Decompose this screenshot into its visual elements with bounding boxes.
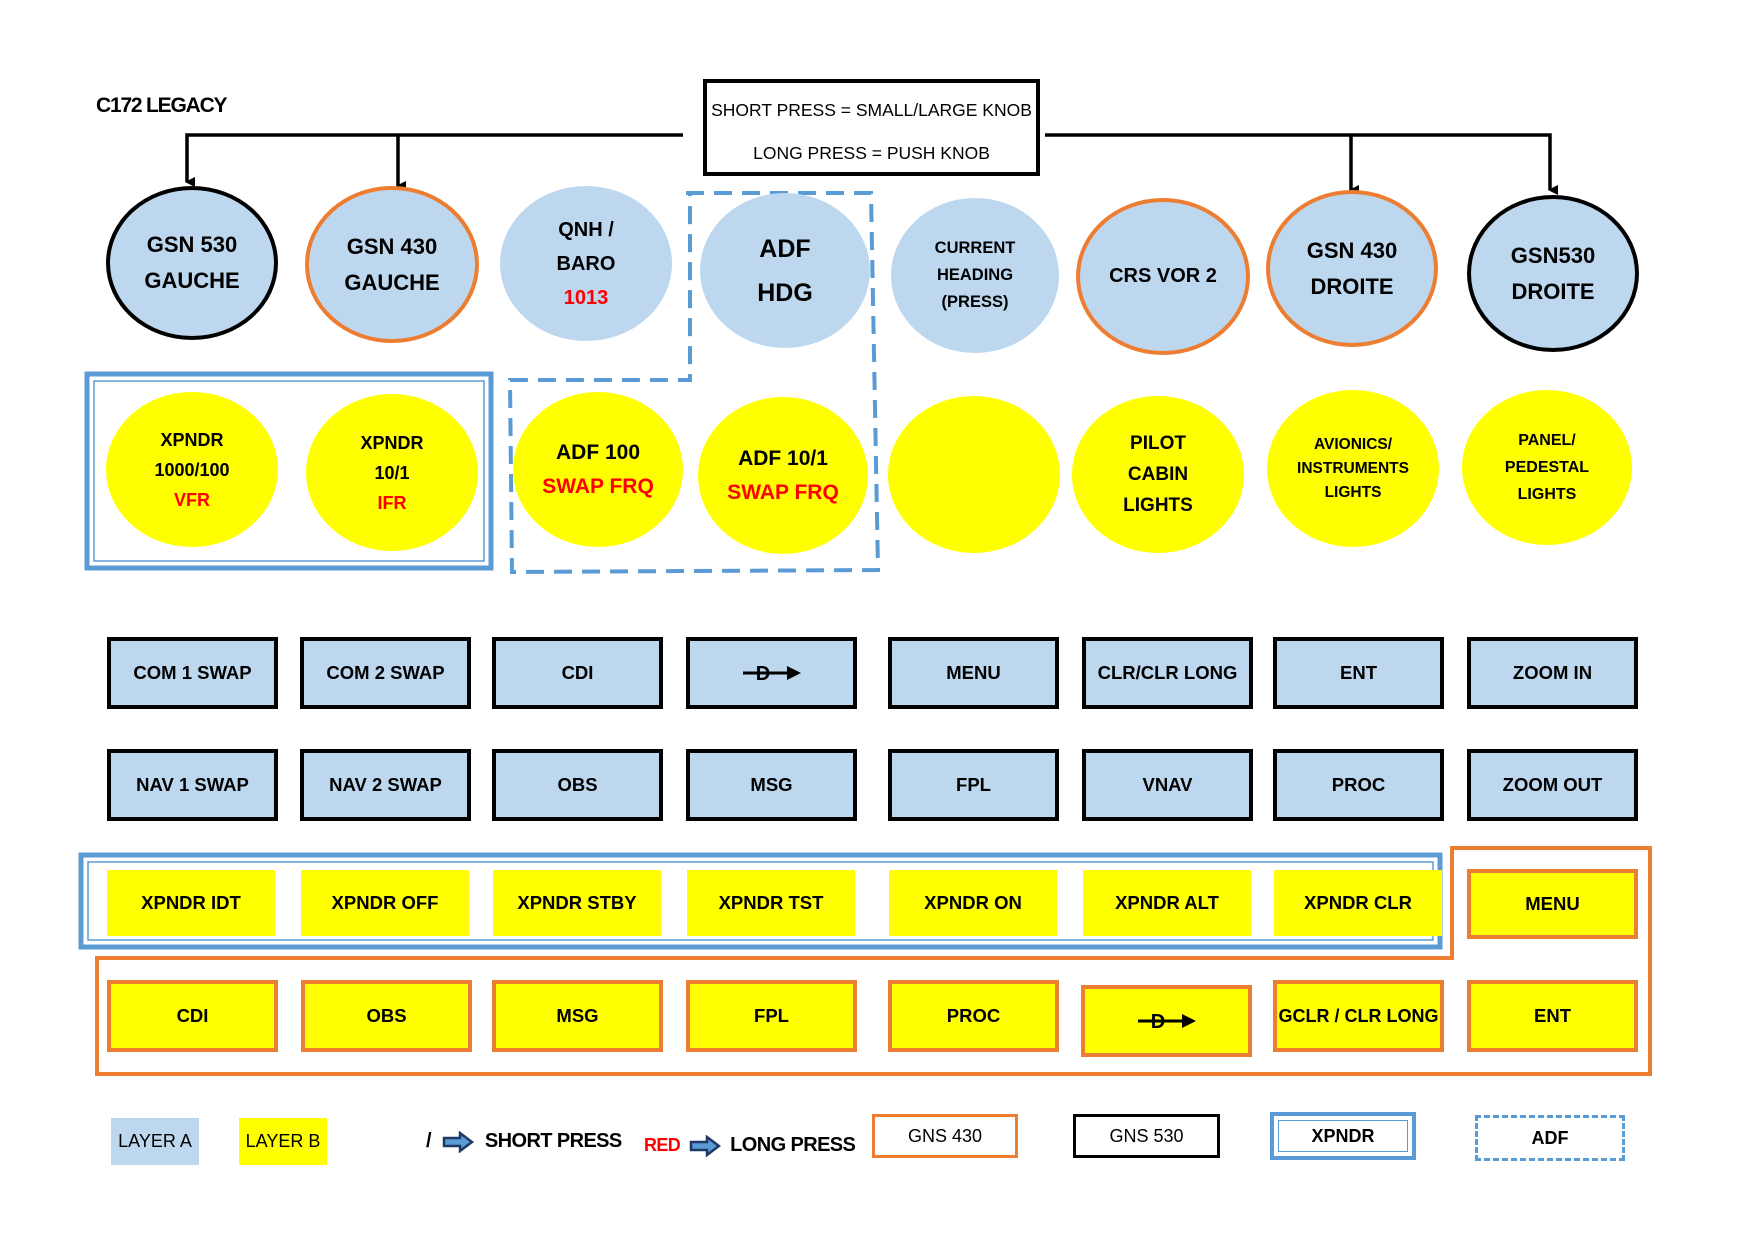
svg-text:D: D	[755, 663, 769, 685]
legend-layer-a: LAYER A	[111, 1118, 199, 1165]
btn-proc-430[interactable]: PROC	[888, 980, 1059, 1052]
btn-ent[interactable]: ENT	[1273, 637, 1444, 709]
legend-layer-b: LAYER B	[239, 1118, 327, 1165]
btn-com1-swap[interactable]: COM 1 SWAP	[107, 637, 278, 709]
btn-gclr-430[interactable]: GCLR / CLR LONG	[1273, 980, 1444, 1052]
direct-to-icon: D	[1137, 1011, 1196, 1033]
btn-zoom-out[interactable]: ZOOM OUT	[1467, 749, 1638, 821]
btn-ent-430[interactable]: ENT	[1467, 980, 1638, 1052]
btn-xpndr-tst[interactable]: XPNDR TST	[687, 870, 855, 936]
btn-obs-430[interactable]: OBS	[301, 980, 472, 1052]
btn-menu-430[interactable]: MENU	[1467, 869, 1638, 939]
btn-xpndr-idt[interactable]: XPNDR IDT	[107, 870, 275, 936]
btn-xpndr-off[interactable]: XPNDR OFF	[301, 870, 469, 936]
btn-proc[interactable]: PROC	[1273, 749, 1444, 821]
btn-com2-swap[interactable]: COM 2 SWAP	[300, 637, 471, 709]
btn-xpndr-on[interactable]: XPNDR ON	[889, 870, 1057, 936]
xpndr-group-knobs	[84, 371, 494, 571]
legend-gns430: GNS 430	[872, 1114, 1018, 1158]
page-title: C172 LEGACY	[96, 94, 228, 117]
btn-xpndr-alt[interactable]: XPNDR ALT	[1083, 870, 1251, 936]
knob-empty[interactable]	[888, 396, 1060, 553]
short-press-note: SHORT PRESS = SMALL/LARGE KNOB	[711, 100, 1032, 120]
btn-zoom-in[interactable]: ZOOM IN	[1467, 637, 1638, 709]
btn-fpl[interactable]: FPL	[888, 749, 1059, 821]
long-press-note: LONG PRESS = PUSH KNOB	[753, 143, 990, 163]
btn-cdi[interactable]: CDI	[492, 637, 663, 709]
legend-xpndr: XPNDR	[1270, 1112, 1416, 1160]
svg-text:D: D	[1150, 1011, 1164, 1033]
btn-nav2-swap[interactable]: NAV 2 SWAP	[300, 749, 471, 821]
gns430-group-buttons	[95, 846, 1652, 1076]
btn-direct-to[interactable]: D	[686, 637, 857, 709]
btn-clr[interactable]: CLR/CLR LONG	[1082, 637, 1253, 709]
legend-adf: ADF	[1475, 1115, 1625, 1161]
btn-cdi-430[interactable]: CDI	[107, 980, 278, 1052]
press-legend-box: SHORT PRESS = SMALL/LARGE KNOB LONG PRES…	[703, 79, 1040, 176]
legend-long-press: RED LONG PRESS	[644, 1134, 856, 1157]
btn-vnav[interactable]: VNAV	[1082, 749, 1253, 821]
adf-group-knobs	[507, 191, 881, 575]
btn-menu[interactable]: MENU	[888, 637, 1059, 709]
btn-nav1-swap[interactable]: NAV 1 SWAP	[107, 749, 278, 821]
legend-short-press: / SHORT PRESS	[426, 1130, 622, 1153]
arrow-right-icon	[442, 1130, 474, 1153]
btn-obs[interactable]: OBS	[492, 749, 663, 821]
btn-msg-430[interactable]: MSG	[492, 980, 663, 1052]
btn-xpndr-clr[interactable]: XPNDR CLR	[1274, 870, 1442, 936]
connector-left	[185, 133, 683, 187]
btn-msg[interactable]: MSG	[686, 749, 857, 821]
knob-crs-vor2[interactable]: CRS VOR 2	[1076, 198, 1250, 355]
connector-right	[1045, 133, 1558, 195]
btn-xpndr-stby[interactable]: XPNDR STBY	[493, 870, 661, 936]
legend-gns530: GNS 530	[1073, 1114, 1220, 1158]
arrow-right-icon	[689, 1134, 722, 1157]
btn-fpl-430[interactable]: FPL	[686, 980, 857, 1052]
direct-to-icon: D	[742, 663, 801, 685]
btn-direct-to-430[interactable]: D	[1081, 985, 1252, 1057]
